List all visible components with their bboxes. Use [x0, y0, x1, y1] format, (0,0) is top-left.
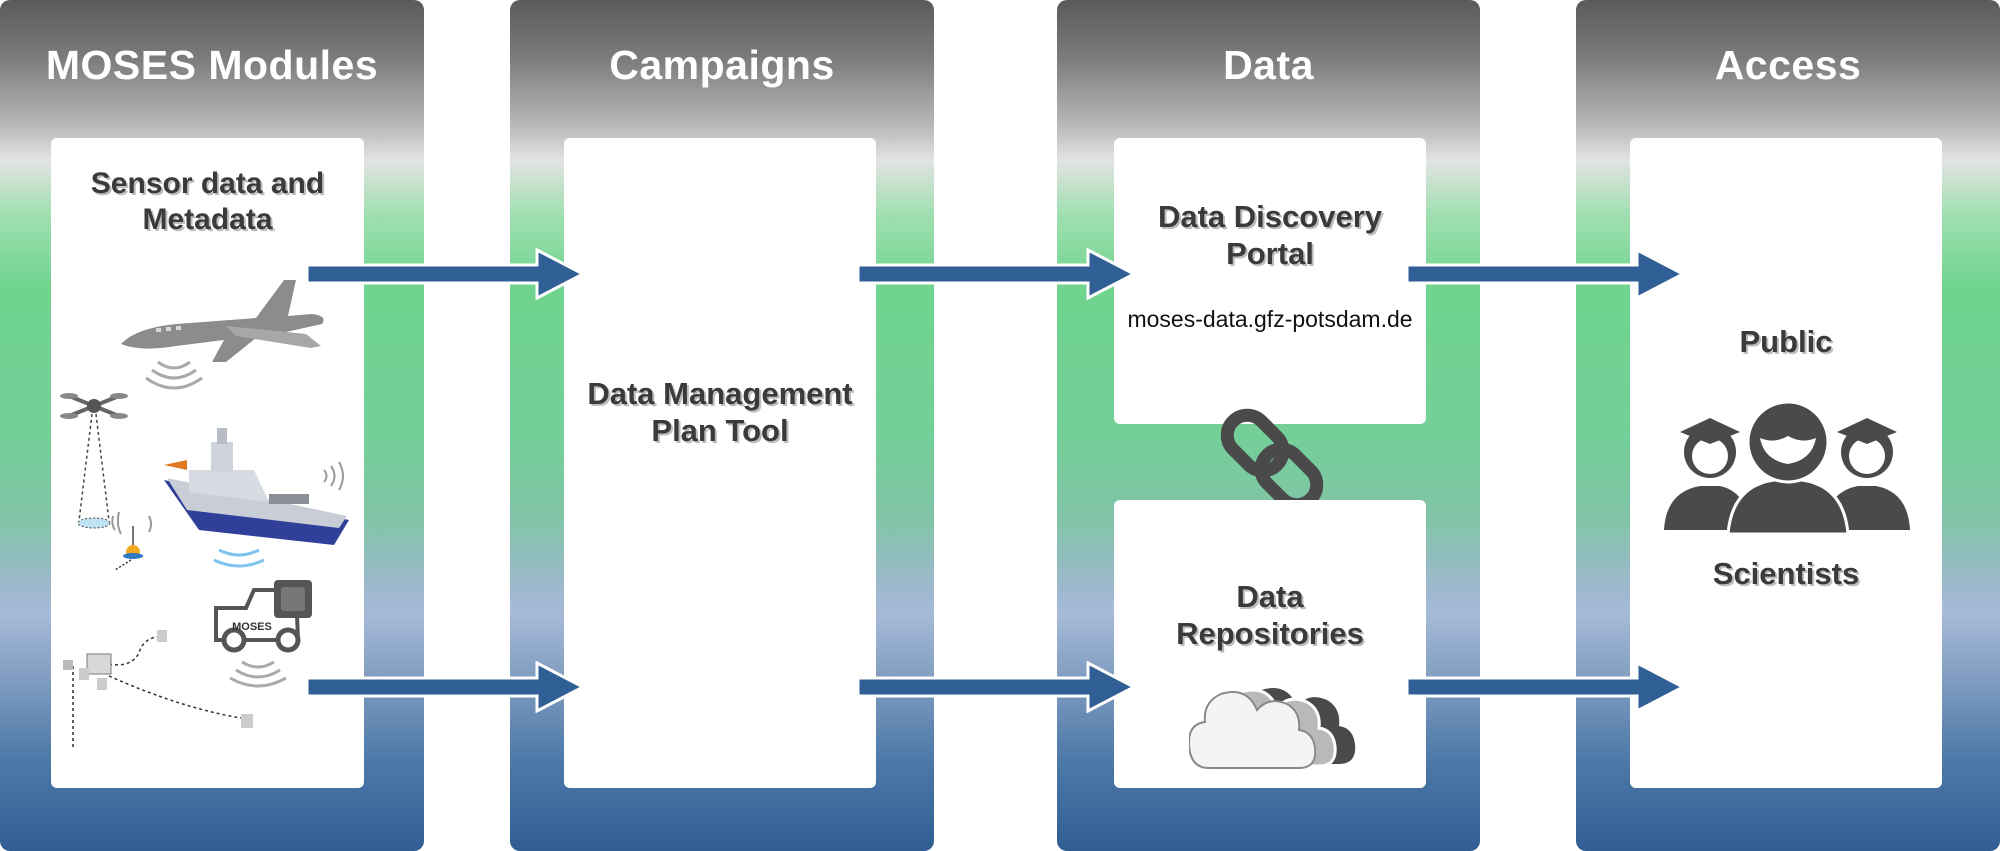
column-moses-modules: MOSES Modules Sensor data and Metadata — [0, 0, 424, 851]
people-icon — [1664, 400, 1910, 535]
column-access: Access Public Scientists — [1576, 0, 2000, 851]
dmp-tool-label: Data Management Plan Tool — [564, 375, 876, 449]
arrow-portal-to-access — [1405, 248, 1687, 300]
arrow-repositories-to-access — [1405, 661, 1687, 713]
scientists-label: Scientists — [1712, 556, 1860, 591]
panel-data-discovery-portal: Data Discovery Portal moses-data.gfz-pot… — [1114, 138, 1426, 424]
portal-url[interactable]: moses-data.gfz-potsdam.de — [1127, 306, 1413, 332]
column-data: Data Data Discovery Portal moses-data.gf… — [1057, 0, 1480, 851]
column-title-moses-modules: MOSES Modules — [45, 41, 379, 88]
data-discovery-portal-label: Data Discovery Portal — [1114, 198, 1426, 272]
data-repositories-line2: Repositories — [1176, 616, 1364, 652]
vehicle-label: MOSES — [232, 621, 272, 633]
sensor-network-icon — [63, 630, 253, 748]
buoy-icon — [111, 511, 152, 571]
data-discovery-line1: Data Discovery — [1157, 199, 1382, 234]
column-title-campaigns: Campaigns — [609, 41, 835, 88]
drone-icon — [60, 393, 128, 529]
arrow-modules-to-campaigns-bottom — [305, 661, 587, 713]
sensor-data-heading: Sensor data and Metadata — [51, 166, 364, 238]
column-title-data: Data — [1223, 41, 1314, 88]
arrow-campaigns-to-portal — [856, 248, 1138, 300]
ship-icon — [164, 428, 349, 568]
public-label: Public — [1739, 324, 1833, 359]
panel-sensor-data: Sensor data and Metadata — [51, 138, 364, 788]
arrow-modules-to-campaigns-top — [305, 248, 587, 300]
data-repositories-line1: Data — [1236, 579, 1304, 614]
panel-data-management-plan-tool: Data Management Plan Tool — [564, 138, 876, 788]
airplane-icon — [121, 280, 324, 390]
panel-data-repositories: Data Repositories — [1114, 500, 1426, 788]
link-icon — [1220, 408, 1324, 512]
data-repositories-label: Data Repositories — [1114, 578, 1426, 652]
column-campaigns: Campaigns Data Management Plan Tool — [510, 0, 934, 851]
sensor-data-heading-line2: Metadata — [142, 203, 273, 236]
dmp-tool-line2: Plan Tool — [651, 413, 789, 449]
data-discovery-line2: Portal — [1226, 236, 1314, 272]
sensor-data-heading-line1: Sensor data and — [90, 167, 325, 200]
cloud-icon — [1189, 688, 1356, 769]
panel-access: Public Scientists — [1630, 138, 1942, 788]
vehicle-icon: MOSES — [214, 580, 312, 688]
column-title-access: Access — [1714, 41, 1862, 88]
dmp-tool-line1: Data Management — [587, 376, 853, 411]
arrow-campaigns-to-repositories — [856, 661, 1138, 713]
